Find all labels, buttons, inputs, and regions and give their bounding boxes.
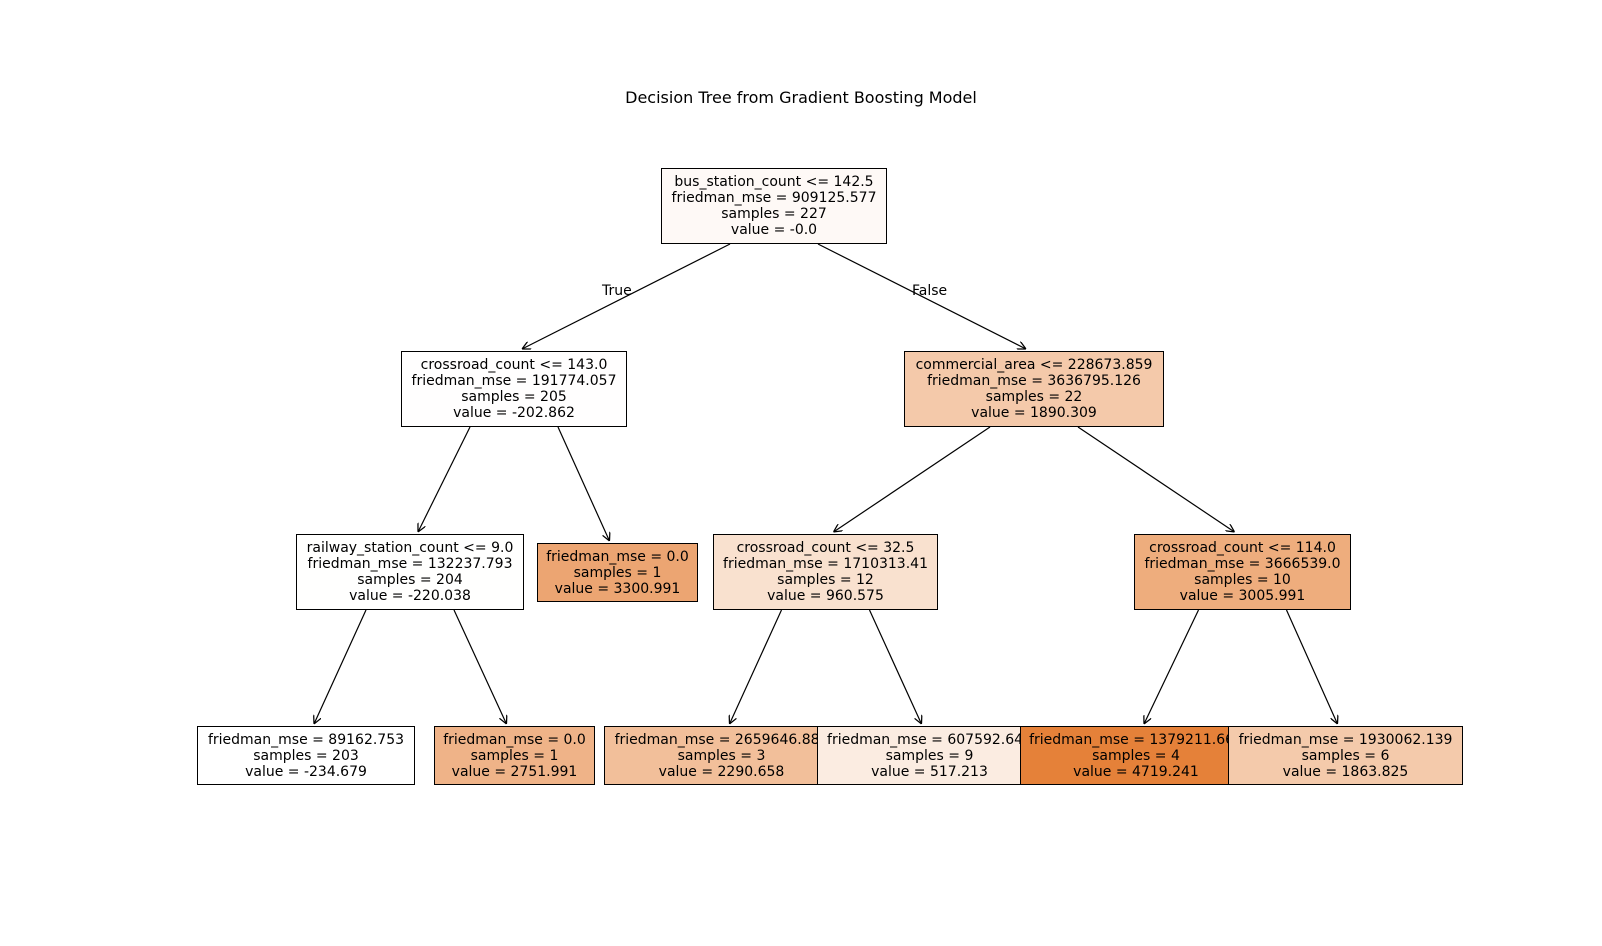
tree-node-leaf: friedman_mse = 89162.753 samples = 203 v…: [197, 726, 415, 785]
node-mse: friedman_mse = 89162.753: [207, 731, 405, 748]
node-mse: friedman_mse = 909125.577: [671, 190, 877, 206]
node-mse: friedman_mse = 2659646.889: [614, 731, 829, 748]
node-samples: samples = 204: [357, 572, 463, 588]
node-split: bus_station_count <= 142.5: [674, 174, 874, 190]
node-mse: friedman_mse = 0.0: [546, 548, 689, 565]
node-samples: samples = 205: [461, 389, 567, 405]
node-samples: samples = 4: [1092, 747, 1180, 764]
node-mse: friedman_mse = 1379211.667: [1029, 731, 1243, 748]
node-split: crossroad_count <= 143.0: [420, 357, 608, 373]
node-value: value = 3300.991: [554, 580, 681, 597]
node-value: value = 3005.991: [1179, 588, 1306, 604]
node-samples: samples = 1: [573, 564, 662, 581]
tree-node-leaf: friedman_mse = 0.0 samples = 1 value = 3…: [537, 543, 698, 602]
tree-edge-n7-n9: [868, 609, 922, 724]
tree-node-leaf: friedman_mse = 1379211.667 samples = 4 v…: [1020, 726, 1252, 785]
node-samples: samples = 1: [470, 747, 559, 764]
node-mse: friedman_mse = 607592.646: [827, 731, 1032, 748]
node-samples: samples = 9: [885, 747, 974, 764]
node-split: crossroad_count <= 114.0: [1149, 540, 1336, 556]
tree-edge-n0-n1: [522, 243, 731, 349]
node-value: value = 1890.309: [971, 405, 1097, 421]
tree-edge-n1-n2: [418, 426, 471, 532]
node-value: value = 2751.991: [451, 763, 578, 780]
tree-edge-n1-n5: [557, 426, 610, 541]
node-samples: samples = 3: [677, 747, 766, 764]
node-mse: friedman_mse = 3636795.126: [927, 373, 1141, 389]
node-value: value = 4719.241: [1073, 763, 1199, 780]
node-samples: samples = 22: [985, 389, 1083, 405]
node-value: value = 960.575: [767, 588, 884, 604]
node-value: value = -202.862: [453, 405, 575, 421]
node-value: value = 517.213: [871, 763, 988, 780]
node-value: value = -0.0: [730, 222, 818, 238]
tree-edge-n10-n12: [1285, 609, 1338, 724]
tree-node-leaf: friedman_mse = 2659646.889 samples = 3 v…: [604, 726, 839, 785]
tree-edge-n6-n7: [834, 426, 991, 532]
node-mse: friedman_mse = 1930062.139: [1238, 731, 1453, 748]
node-mse: friedman_mse = 191774.057: [411, 373, 617, 389]
node-value: value = -220.038: [349, 588, 471, 604]
node-samples: samples = 10: [1194, 572, 1291, 588]
tree-edge-n7-n8: [730, 609, 783, 724]
node-mse: friedman_mse = 1710313.41: [723, 556, 928, 572]
tree-node-leaf: friedman_mse = 1930062.139 samples = 6 v…: [1228, 726, 1463, 785]
node-split: crossroad_count <= 32.5: [736, 540, 915, 556]
node-samples: samples = 6: [1301, 747, 1390, 764]
tree-node-leaf: friedman_mse = 0.0 samples = 1 value = 2…: [434, 726, 595, 785]
node-value: value = 2290.658: [658, 763, 785, 780]
tree-edge-n10-n11: [1144, 609, 1200, 724]
node-mse: friedman_mse = 3666539.0: [1144, 556, 1341, 572]
node-value: value = -234.679: [245, 763, 367, 780]
tree-node-leaf: friedman_mse = 607592.646 samples = 9 va…: [817, 726, 1042, 785]
tree-edge-n6-n10: [1077, 426, 1235, 532]
node-mse: friedman_mse = 0.0: [443, 731, 586, 748]
tree-node-split: crossroad_count <= 114.0 friedman_mse = …: [1134, 534, 1351, 610]
tree-edge-n0-n6: [817, 243, 1026, 349]
node-split: railway_station_count <= 9.0: [306, 540, 514, 556]
tree-node-split: crossroad_count <= 32.5 friedman_mse = 1…: [713, 534, 938, 610]
figure-title: Decision Tree from Gradient Boosting Mod…: [625, 88, 977, 107]
tree-edge-n2-n4: [453, 609, 507, 724]
tree-edge-n2-n3: [314, 609, 367, 724]
node-samples: samples = 203: [253, 747, 359, 764]
node-split: commercial_area <= 228673.859: [915, 357, 1153, 373]
tree-node-root: bus_station_count <= 142.5 friedman_mse …: [661, 168, 887, 244]
node-value: value = 1863.825: [1282, 763, 1409, 780]
tree-node-split: commercial_area <= 228673.859 friedman_m…: [904, 351, 1164, 427]
node-samples: samples = 12: [777, 572, 874, 588]
node-samples: samples = 227: [721, 206, 827, 222]
node-mse: friedman_mse = 132237.793: [307, 556, 513, 572]
tree-node-split: crossroad_count <= 143.0 friedman_mse = …: [401, 351, 627, 427]
edge-label-true: True: [602, 283, 632, 299]
tree-node-split: railway_station_count <= 9.0 friedman_ms…: [296, 534, 524, 610]
edge-label-false: False: [912, 283, 948, 299]
